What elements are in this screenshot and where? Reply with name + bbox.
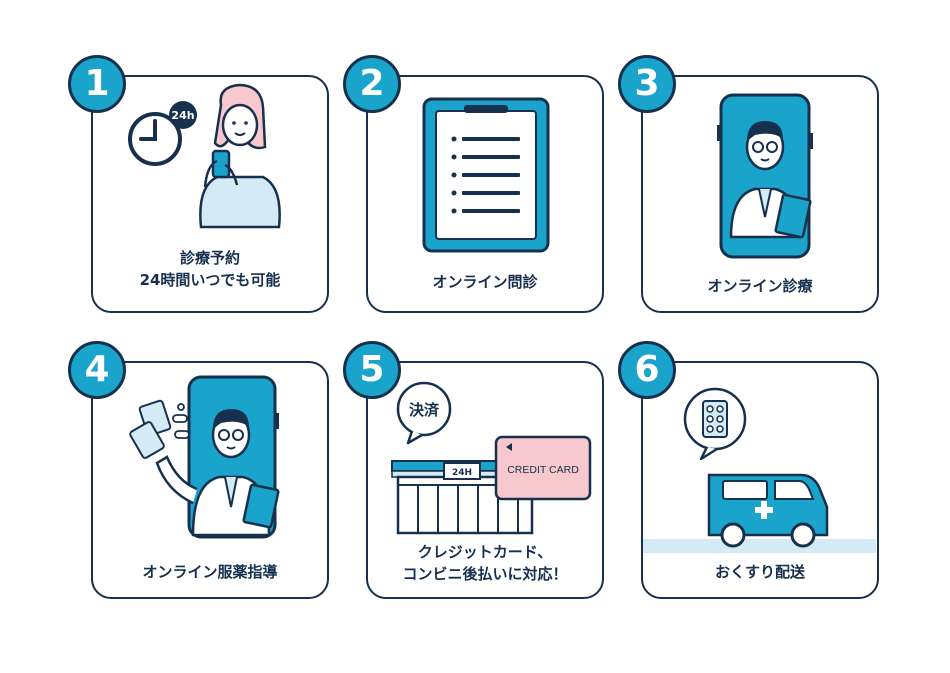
step-label-6-line-1: おくすり配送 bbox=[714, 563, 805, 581]
online-consultation-illustration bbox=[717, 93, 813, 259]
step-card-2: オンライン問診 bbox=[366, 75, 604, 313]
step-label-4: オンライン服薬指導 bbox=[93, 561, 327, 583]
smartphone-icon bbox=[211, 149, 231, 179]
step-label-6: おくすり配送 bbox=[643, 561, 877, 583]
step-label-1: 診療予約 24時間いつでも可能 bbox=[93, 247, 327, 291]
step-label-1-line-1: 診療予約 bbox=[179, 249, 240, 267]
credit-card-icon: CREDIT CARD bbox=[494, 435, 592, 501]
step-label-5-line-1: クレジットカード、 bbox=[417, 543, 553, 561]
store-sign-text: 24H bbox=[452, 468, 472, 478]
woman-icon bbox=[199, 83, 281, 229]
step-number-1: 1 bbox=[68, 55, 126, 113]
step-label-1-line-2: 24時間いつでも可能 bbox=[139, 271, 281, 289]
step-label-3-line-1: オンライン診療 bbox=[707, 277, 813, 295]
step-card-3: オンライン診療 bbox=[641, 75, 879, 313]
speech-bubble-icon: 決済 bbox=[396, 381, 452, 445]
medical-cross-icon bbox=[755, 501, 773, 519]
step-label-2: オンライン問診 bbox=[368, 271, 602, 293]
clock-badge-text: 24h bbox=[171, 109, 194, 122]
checklist-icon bbox=[451, 136, 520, 214]
pharmacist-icon bbox=[155, 409, 280, 537]
step-number-4: 4 bbox=[68, 341, 126, 399]
questionnaire-illustration bbox=[422, 97, 550, 253]
credit-card-text: CREDIT CARD bbox=[507, 464, 579, 476]
pill-icon bbox=[172, 403, 190, 439]
step-label-4-line-1: オンライン服薬指導 bbox=[142, 563, 278, 581]
step-number-5: 5 bbox=[343, 341, 401, 399]
medication-guidance-illustration bbox=[129, 375, 280, 539]
24h-badge-icon bbox=[169, 101, 197, 129]
step-label-5: クレジットカード、 コンビニ後払いに対応！ bbox=[368, 541, 602, 585]
clipboard-icon bbox=[774, 193, 812, 239]
delivery-van-icon bbox=[707, 473, 829, 548]
step-number-2: 2 bbox=[343, 55, 401, 113]
step-card-5: 決済 24H CREDIT CARD クレジットカード、 コンビニ後払いに対応！ bbox=[366, 361, 604, 599]
payment-illustration: 決済 24H CREDIT CARD bbox=[391, 381, 592, 535]
step-number-3: 3 bbox=[618, 55, 676, 113]
payment-bubble-text: 決済 bbox=[409, 401, 440, 419]
speech-bubble-icon bbox=[683, 387, 747, 461]
step-card-4: オンライン服薬指導 bbox=[91, 361, 329, 599]
convenience-store-icon: 24H bbox=[391, 460, 539, 535]
delivery-illustration bbox=[643, 387, 876, 553]
step-label-2-line-1: オンライン問診 bbox=[432, 273, 538, 291]
step-card-1: 24h 診療予約 24時間いつでも可能 bbox=[91, 75, 329, 313]
pill-pack-icon bbox=[129, 399, 172, 459]
step-label-3: オンライン診療 bbox=[643, 275, 877, 297]
reservation-illustration: 24h bbox=[128, 83, 281, 229]
step-card-6: おくすり配送 bbox=[641, 361, 879, 599]
step-label-5-line-2: コンビニ後払いに対応！ bbox=[402, 565, 568, 583]
step-number-6: 6 bbox=[618, 341, 676, 399]
doctor-icon bbox=[729, 121, 812, 239]
ground-strip bbox=[643, 539, 876, 553]
clipboard-icon bbox=[242, 483, 280, 529]
